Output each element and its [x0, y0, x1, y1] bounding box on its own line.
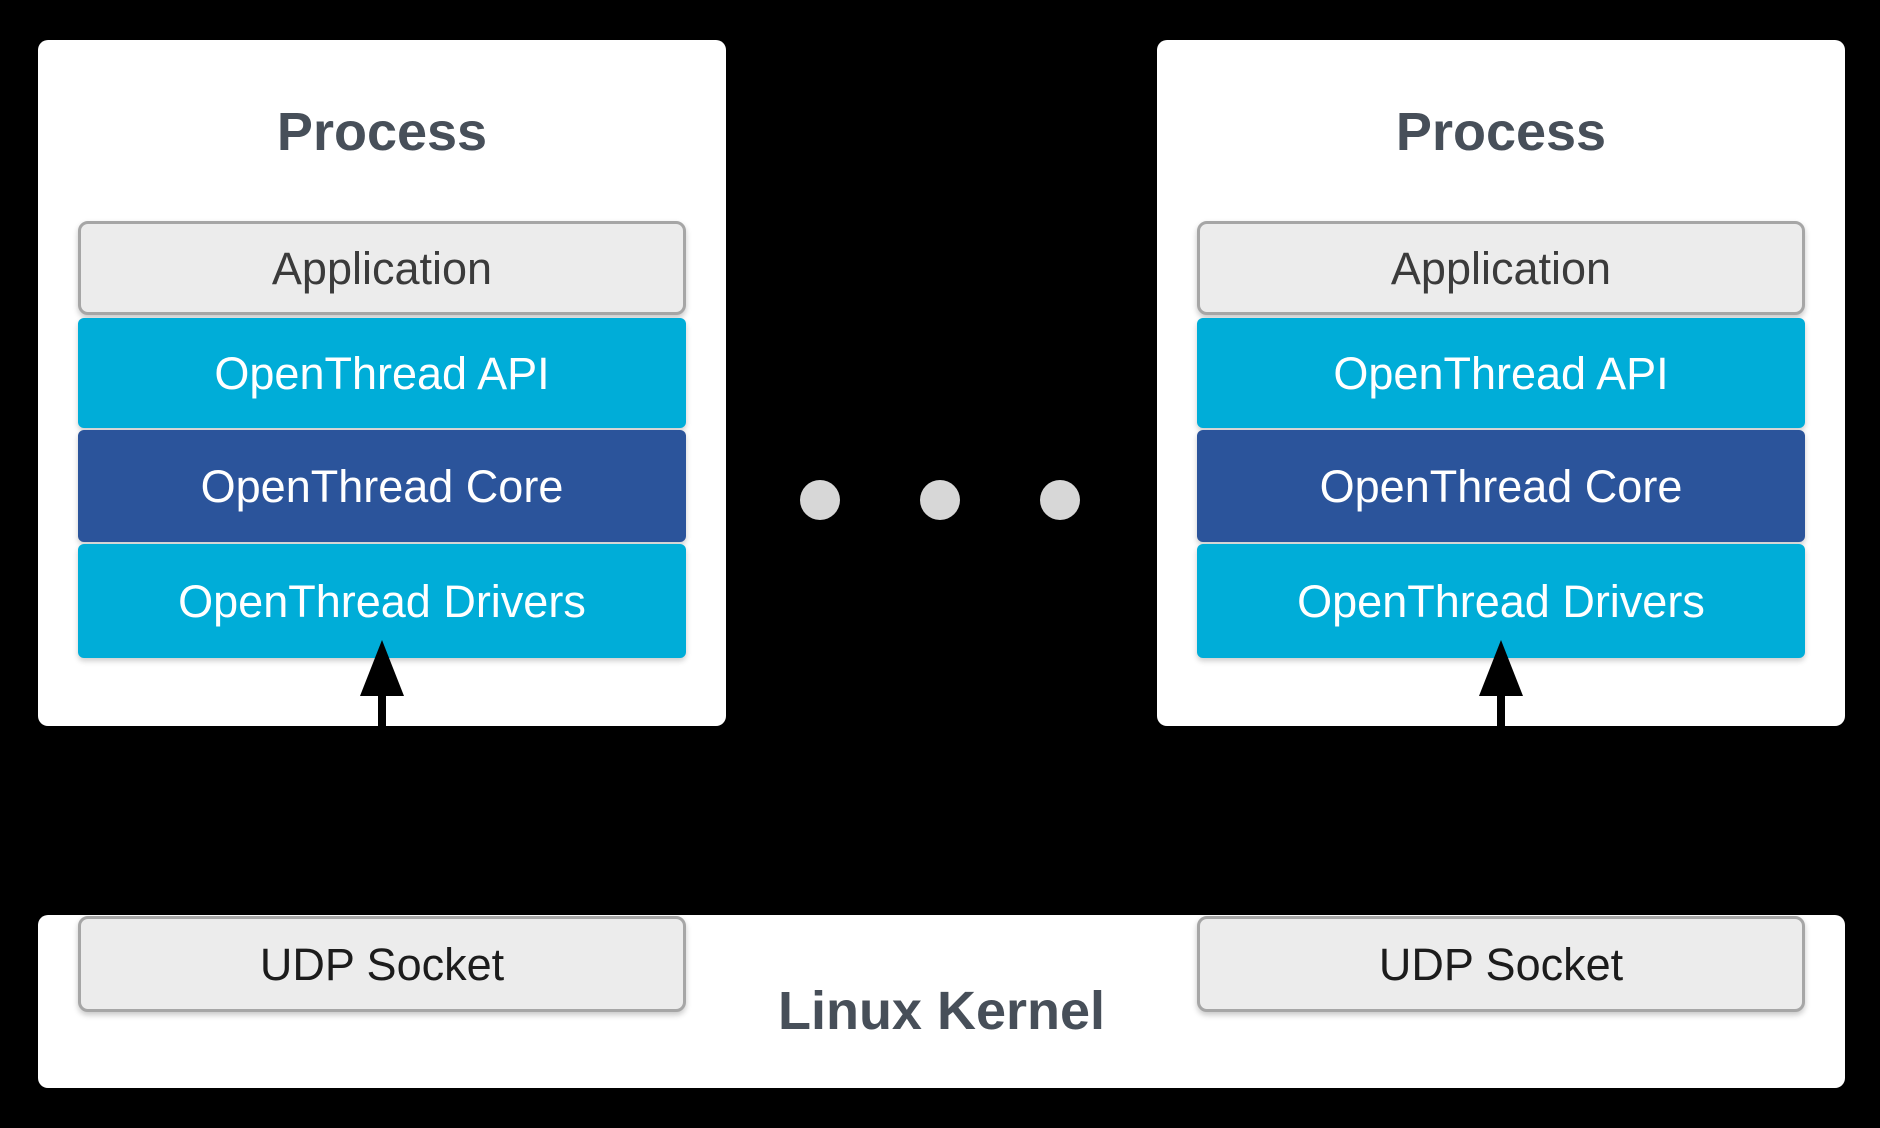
layer-openthread-drivers-right: OpenThread Drivers: [1197, 544, 1805, 658]
process-title-right: Process: [1395, 102, 1607, 162]
ellipsis-dot-1: [800, 480, 840, 520]
udp-socket-right: UDP Socket: [1197, 916, 1805, 1012]
connector-arrow-left: [354, 640, 410, 730]
layer-openthread-core-right: OpenThread Core: [1197, 430, 1805, 542]
layer-application-left: Application: [78, 221, 686, 315]
ellipsis-dot-3: [1040, 480, 1080, 520]
ellipsis-dot-2: [920, 480, 960, 520]
layer-application-right: Application: [1197, 221, 1805, 315]
layer-openthread-api-right: OpenThread API: [1197, 318, 1805, 428]
layer-openthread-api-left: OpenThread API: [78, 318, 686, 428]
connector-arrow-right: [1473, 640, 1529, 730]
kernel-title: Linux Kernel: [777, 981, 1106, 1041]
udp-socket-left: UDP Socket: [78, 916, 686, 1012]
process-title-left: Process: [276, 102, 488, 162]
layer-openthread-drivers-left: OpenThread Drivers: [78, 544, 686, 658]
layer-openthread-core-left: OpenThread Core: [78, 430, 686, 542]
